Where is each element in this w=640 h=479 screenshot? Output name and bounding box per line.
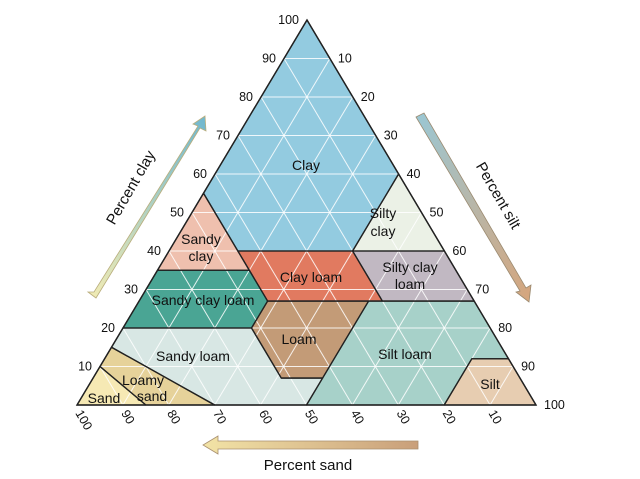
region-label-silt: Silt (480, 376, 500, 392)
clay-arrow-icon (86, 115, 207, 299)
grid-line (214, 135, 377, 406)
clay-tick-label: 40 (147, 244, 161, 258)
sand-tick-label: 10 (486, 408, 505, 427)
silt-arrow-icon (415, 112, 532, 303)
clay-tick-label: 100 (278, 13, 299, 27)
region-loam (251, 301, 369, 379)
clay-tick-label: 30 (124, 283, 138, 297)
sand-tick-label: 70 (210, 408, 229, 427)
clay-tick-label: 90 (262, 52, 276, 66)
sand-tick-label: 30 (394, 408, 413, 427)
clay-tick-label: 20 (101, 321, 115, 335)
sand-tick-label: 60 (256, 408, 275, 427)
silt-tick-label: 20 (361, 90, 375, 104)
clay-tick-label: 70 (216, 129, 230, 143)
triangle-outline (75, 18, 538, 406)
region-label-sandy-clay-loam: Sandy clay loam (152, 292, 255, 308)
region-sandy-clay-loam (123, 270, 268, 328)
grid-line (351, 250, 445, 406)
grid-line (99, 366, 124, 406)
sand-tick-label: 90 (118, 408, 137, 427)
silt-tick-label: 40 (407, 167, 421, 181)
region-label-silt-loam: Silt loam (378, 346, 432, 362)
clay-tick-label: 80 (239, 90, 253, 104)
silt-tick-label: 100 (544, 398, 565, 412)
sand-axis-label: Percent sand (264, 457, 352, 474)
region-label-clay-loam: Clay loam (280, 269, 342, 285)
grid-line (237, 135, 399, 406)
clay-axis-label: Percent clay (103, 147, 159, 227)
region-label-loam: Loam (281, 331, 316, 347)
clay-tick-label: 10 (78, 360, 92, 374)
grid-line (191, 212, 307, 406)
sand-tick-label: 20 (440, 408, 459, 427)
clay-tick-label: 60 (193, 167, 207, 181)
grid-line (145, 289, 216, 406)
sand-tick-label: 40 (348, 408, 367, 427)
sand-tick-label: 80 (164, 408, 183, 427)
region-label-sand: Sand (88, 390, 121, 406)
region-silt (444, 358, 536, 405)
grid-line (489, 366, 514, 406)
sand-tick-label: 100 (72, 408, 95, 433)
sand-arrow-icon (202, 435, 419, 455)
clay-tick-label: 50 (170, 206, 184, 220)
region-label-clay: Clay (292, 157, 320, 173)
region-clay-loam (237, 251, 383, 302)
silt-tick-label: 80 (498, 321, 512, 335)
silt-tick-label: 50 (430, 206, 444, 220)
grid-line (283, 58, 491, 406)
silt-tick-label: 90 (521, 360, 535, 374)
region-silt-loam (306, 301, 509, 405)
silt-tick-label: 60 (452, 244, 466, 258)
region-label-sandy-loam: Sandy loam (156, 348, 230, 364)
grid-line (397, 289, 468, 406)
sand-tick-label: 50 (302, 408, 321, 427)
silt-tick-label: 10 (338, 52, 352, 66)
silt-tick-label: 70 (475, 283, 489, 297)
silt-tick-label: 30 (384, 129, 398, 143)
